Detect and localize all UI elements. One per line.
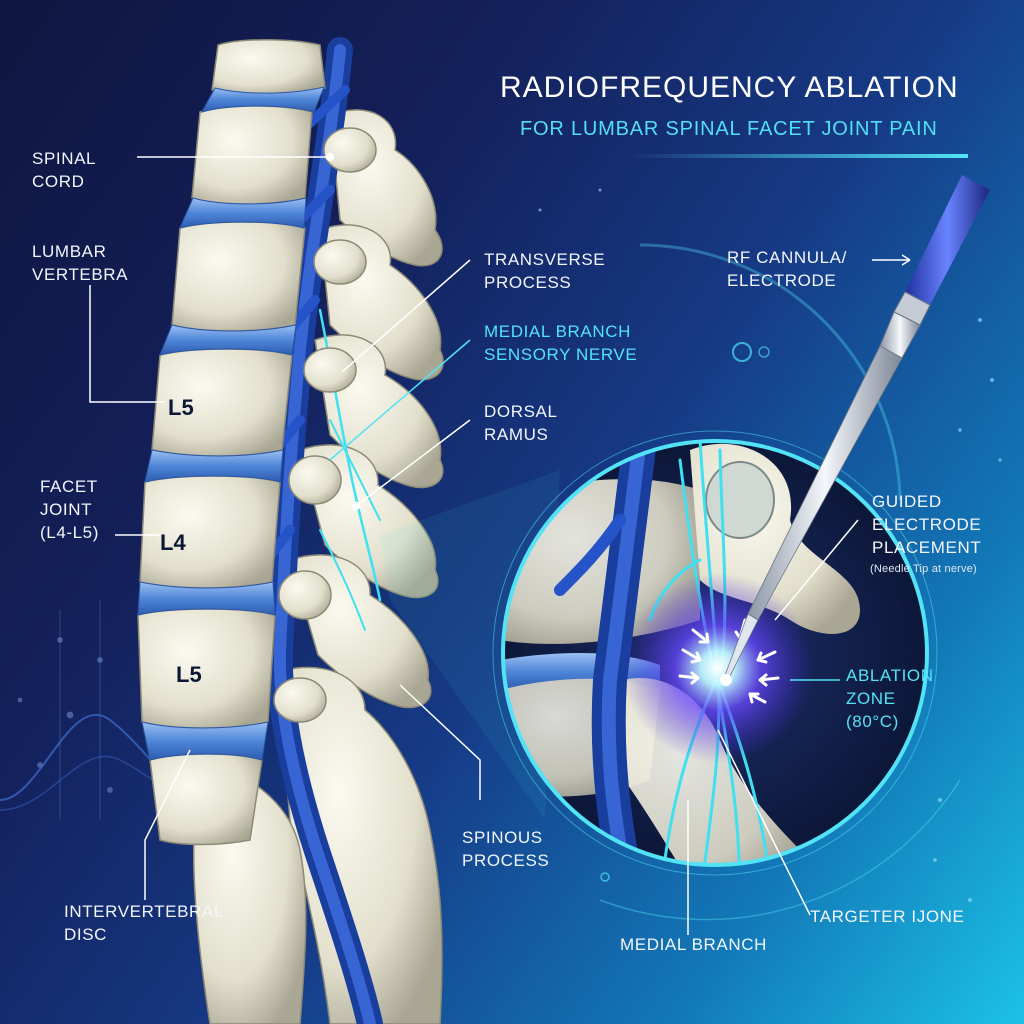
label-needle-tip-note: (Needle Tip at nerve): [870, 563, 977, 575]
magnified-view: [492, 430, 938, 876]
decorative-arcs: [599, 243, 961, 921]
rf-cannula-electrode: [720, 175, 990, 686]
leader-spinous-process: [399, 684, 481, 800]
leader-lines: [89, 152, 911, 935]
label-rf-cannula: RF CANNULA/ELECTRODE: [727, 248, 847, 290]
leader-guided-electrode: [774, 519, 859, 621]
leader-rf-cannula: [872, 254, 911, 266]
leader-targeted-zone: [717, 729, 811, 916]
leader-dorsal-ramus: [355, 419, 471, 507]
leader-intervertebral-disc: [144, 749, 191, 900]
intervertebral-discs: [137, 86, 325, 761]
page-title: RADIOFREQUENCY ABLATION: [500, 71, 959, 104]
page-subtitle: FOR LUMBAR SPINAL FACET JOINT PAIN: [520, 118, 938, 140]
leader-medial-branch-sensory: [329, 339, 471, 461]
leader-lumbar-vertebra: [89, 285, 165, 403]
leader-dorsal-ramus-dot: [351, 501, 361, 511]
leader-spinal-cord-dot: [325, 152, 335, 162]
vertebra-level-upper: L5: [168, 395, 194, 420]
facet-joints: [273, 127, 377, 723]
decorative-dots: [538, 188, 1002, 902]
lumbar-spine: [137, 37, 444, 1024]
label-targeted-zone: TARGETER IJONE: [810, 907, 965, 926]
vertebra-level-lower: L5: [176, 662, 202, 687]
title-rule: [630, 154, 968, 158]
vertebra-level-middle: L4: [160, 530, 186, 555]
label-medial-branch: MEDIAL BRANCH: [620, 935, 767, 954]
leader-transverse-process: [341, 259, 471, 373]
